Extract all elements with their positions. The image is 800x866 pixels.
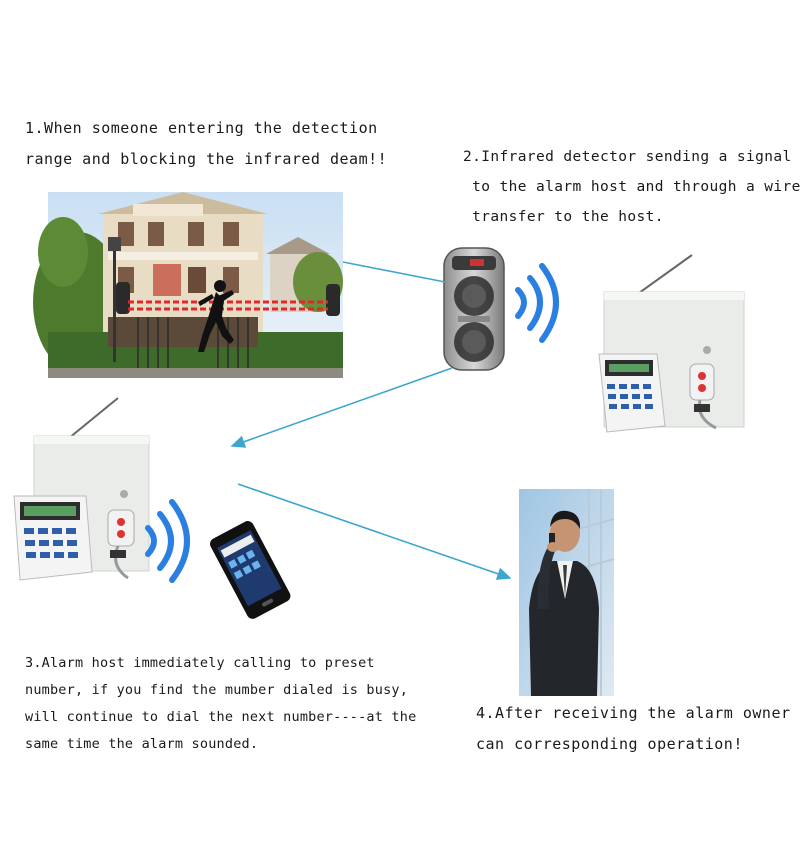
remote-keyfob <box>689 363 717 430</box>
arrow-house-to-detector <box>342 261 446 283</box>
arrow-detector-to-host <box>230 367 453 448</box>
signal-wave-icon <box>515 263 559 343</box>
step-4-text: 4.After receiving the alarm owner can co… <box>476 698 791 760</box>
step-1-line-2: range and blocking the infrared deam!! <box>25 150 388 168</box>
step-1-line-1: 1.When someone entering the detection <box>25 119 378 137</box>
smartphone <box>210 521 291 619</box>
keypad-controller-2 <box>13 495 93 581</box>
step-4-line-1: 4.After receiving the alarm owner <box>476 704 791 722</box>
step-1-text: 1.When someone entering the detection ra… <box>25 113 387 175</box>
intruder-silhouette <box>198 280 234 352</box>
step-3-line-2: number, if you find the mumber dialed is… <box>25 682 409 698</box>
step-4-line-2: can corresponding operation! <box>476 735 743 753</box>
step-3-text: 3.Alarm host immediately calling to pres… <box>25 650 416 758</box>
arrow-host-to-owner <box>237 483 512 580</box>
signal-wave-icon-2 <box>145 499 190 583</box>
infrared-detector <box>443 247 505 371</box>
step-2-line-1: 2.Infrared detector sending a signal <box>463 149 792 165</box>
step-2-line-3: transfer to the host. <box>463 209 664 225</box>
step-3-line-1: 3.Alarm host immediately calling to pres… <box>25 655 375 671</box>
keypad-controller <box>598 353 666 433</box>
remote-keyfob-2 <box>107 509 135 580</box>
step-3-line-4: same time the alarm sounded. <box>25 736 259 752</box>
businessman-on-phone <box>519 489 615 696</box>
step-2-text: 2.Infrared detector sending a signal to … <box>463 142 800 232</box>
step-3-line-3: will continue to dial the next number---… <box>25 709 417 725</box>
step-2-line-2: to the alarm host and through a wire <box>463 179 800 195</box>
house-photo <box>33 192 343 378</box>
